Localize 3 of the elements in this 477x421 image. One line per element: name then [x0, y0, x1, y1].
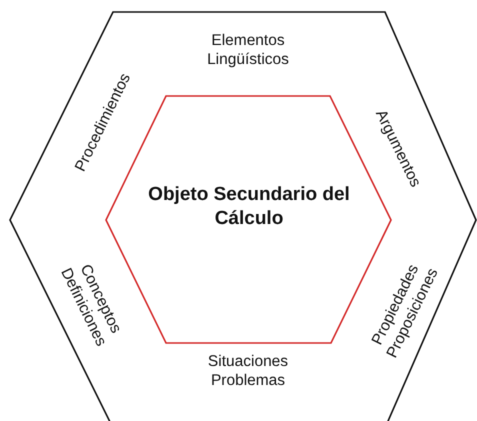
side-label: Elementos Lingüísticos	[206, 31, 290, 69]
title-text: Objeto Secundario del Cálculo	[147, 183, 351, 231]
side-label: Situaciones Problemas	[206, 352, 290, 390]
